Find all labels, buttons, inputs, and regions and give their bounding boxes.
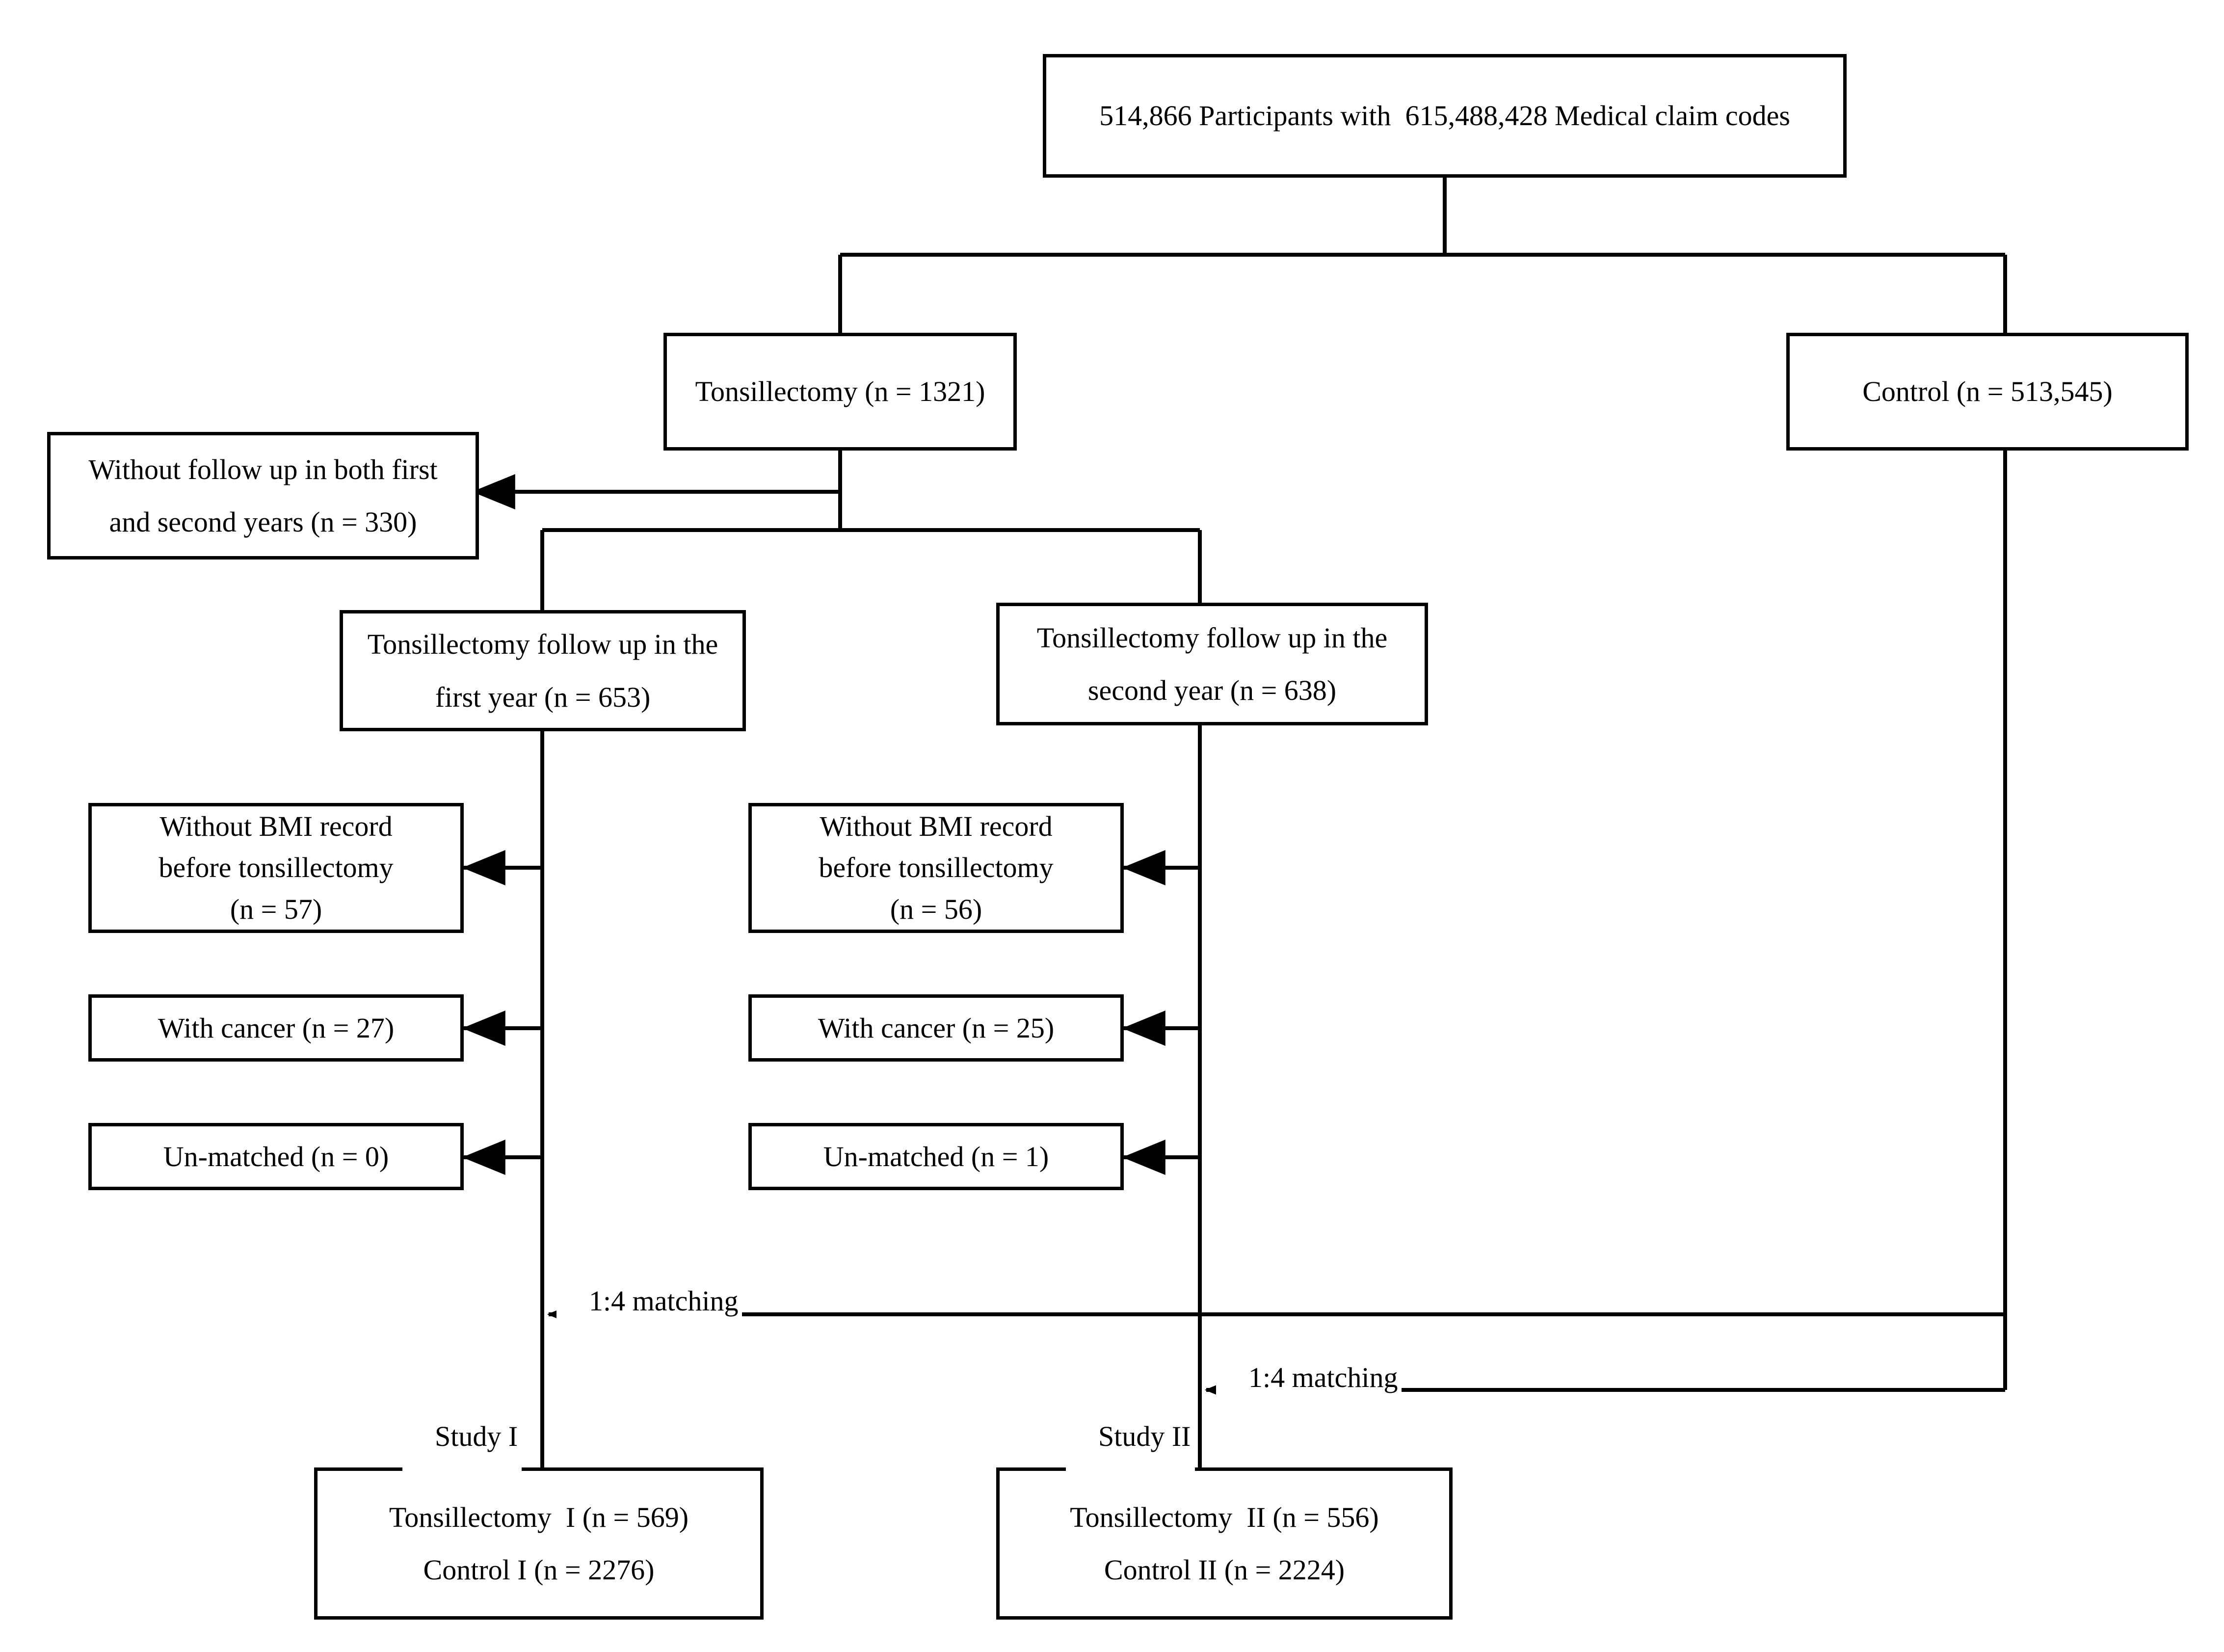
excluded-unmatched-study1-box[interactable]: Un-matched (n = 0) (88, 1123, 464, 1190)
followup-year2-line-1: Tonsillectomy follow up in the (1036, 621, 1388, 654)
matching-label-study1: 1:4 matching (556, 1257, 742, 1345)
study1-final-cohort-box[interactable]: Tonsillectomy I (n = 569) Control I (n =… (314, 1467, 764, 1620)
matching-label-study2: 1:4 matching (1216, 1334, 1402, 1421)
study2-tonsillectomy-text: Tonsillectomy II (n = 556) (1070, 1501, 1379, 1533)
excluded-no-bmi-study1-line-2: before tonsillectomy (159, 852, 394, 884)
excluded-no-bmi-study1-box[interactable]: Without BMI record before tonsillectomy … (88, 803, 464, 933)
excluded-cancer-study1-box[interactable]: With cancer (n = 27) (88, 994, 464, 1062)
followup-year1-line-1: Tonsillectomy follow up in the (367, 628, 718, 661)
excluded-no-bmi-study2-box[interactable]: Without BMI record before tonsillectomy … (748, 803, 1124, 933)
excluded-cancer-study2-box[interactable]: With cancer (n = 25) (748, 994, 1124, 1062)
study1-label-text: Study I (435, 1420, 518, 1452)
study2-control-text: Control II (n = 2224) (1104, 1554, 1345, 1586)
matching-label-study1-text: 1:4 matching (589, 1285, 739, 1317)
control-group-box[interactable]: Control (n = 513,545) (1786, 333, 2189, 451)
study1-control-text: Control I (n = 2276) (423, 1554, 655, 1586)
matching-label-study2-text: 1:4 matching (1248, 1361, 1398, 1393)
followup-year2-line-2: second year (n = 638) (1087, 674, 1337, 706)
tonsillectomy-group-box[interactable]: Tonsillectomy (n = 1321) (663, 333, 1017, 451)
excluded-no-followup-box[interactable]: Without follow up in both first and seco… (47, 432, 479, 560)
study2-final-cohort-box[interactable]: Tonsillectomy II (n = 556) Control II (n… (996, 1467, 1453, 1620)
followup-year1-line-2: first year (n = 653) (435, 681, 651, 713)
excluded-no-bmi-study1-line-1: Without BMI record (159, 810, 393, 843)
source-population-box[interactable]: 514,866 Participants with 615,488,428 Me… (1043, 54, 1847, 178)
study2-label: Study II (1066, 1393, 1195, 1480)
control-group-text: Control (n = 513,545) (1862, 375, 2113, 408)
excluded-unmatched-study2-box[interactable]: Un-matched (n = 1) (748, 1123, 1124, 1190)
excluded-unmatched-study1-text: Un-matched (n = 0) (163, 1140, 389, 1172)
excluded-no-followup-line-2: and second years (n = 330) (109, 506, 417, 538)
followup-year2-box[interactable]: Tonsillectomy follow up in the second ye… (996, 603, 1428, 725)
followup-year1-box[interactable]: Tonsillectomy follow up in the first yea… (340, 610, 746, 731)
excluded-no-followup-line-1: Without follow up in both first (88, 453, 438, 485)
excluded-unmatched-study2-text: Un-matched (n = 1) (823, 1140, 1049, 1172)
study1-label: Study I (402, 1393, 522, 1480)
excluded-cancer-study2-text: With cancer (n = 25) (818, 1012, 1055, 1044)
study1-tonsillectomy-text: Tonsillectomy I (n = 569) (389, 1501, 689, 1533)
excluded-no-bmi-study2-line-2: before tonsillectomy (819, 852, 1054, 884)
excluded-no-bmi-study1-line-3: (n = 57) (230, 893, 322, 925)
excluded-no-bmi-study2-line-3: (n = 56) (890, 893, 982, 925)
tonsillectomy-group-text: Tonsillectomy (n = 1321) (695, 375, 985, 408)
excluded-no-bmi-study2-line-1: Without BMI record (820, 810, 1053, 843)
study2-label-text: Study II (1098, 1420, 1191, 1452)
excluded-cancer-study1-text: With cancer (n = 27) (158, 1012, 395, 1044)
source-population-text: 514,866 Participants with 615,488,428 Me… (1099, 100, 1790, 132)
